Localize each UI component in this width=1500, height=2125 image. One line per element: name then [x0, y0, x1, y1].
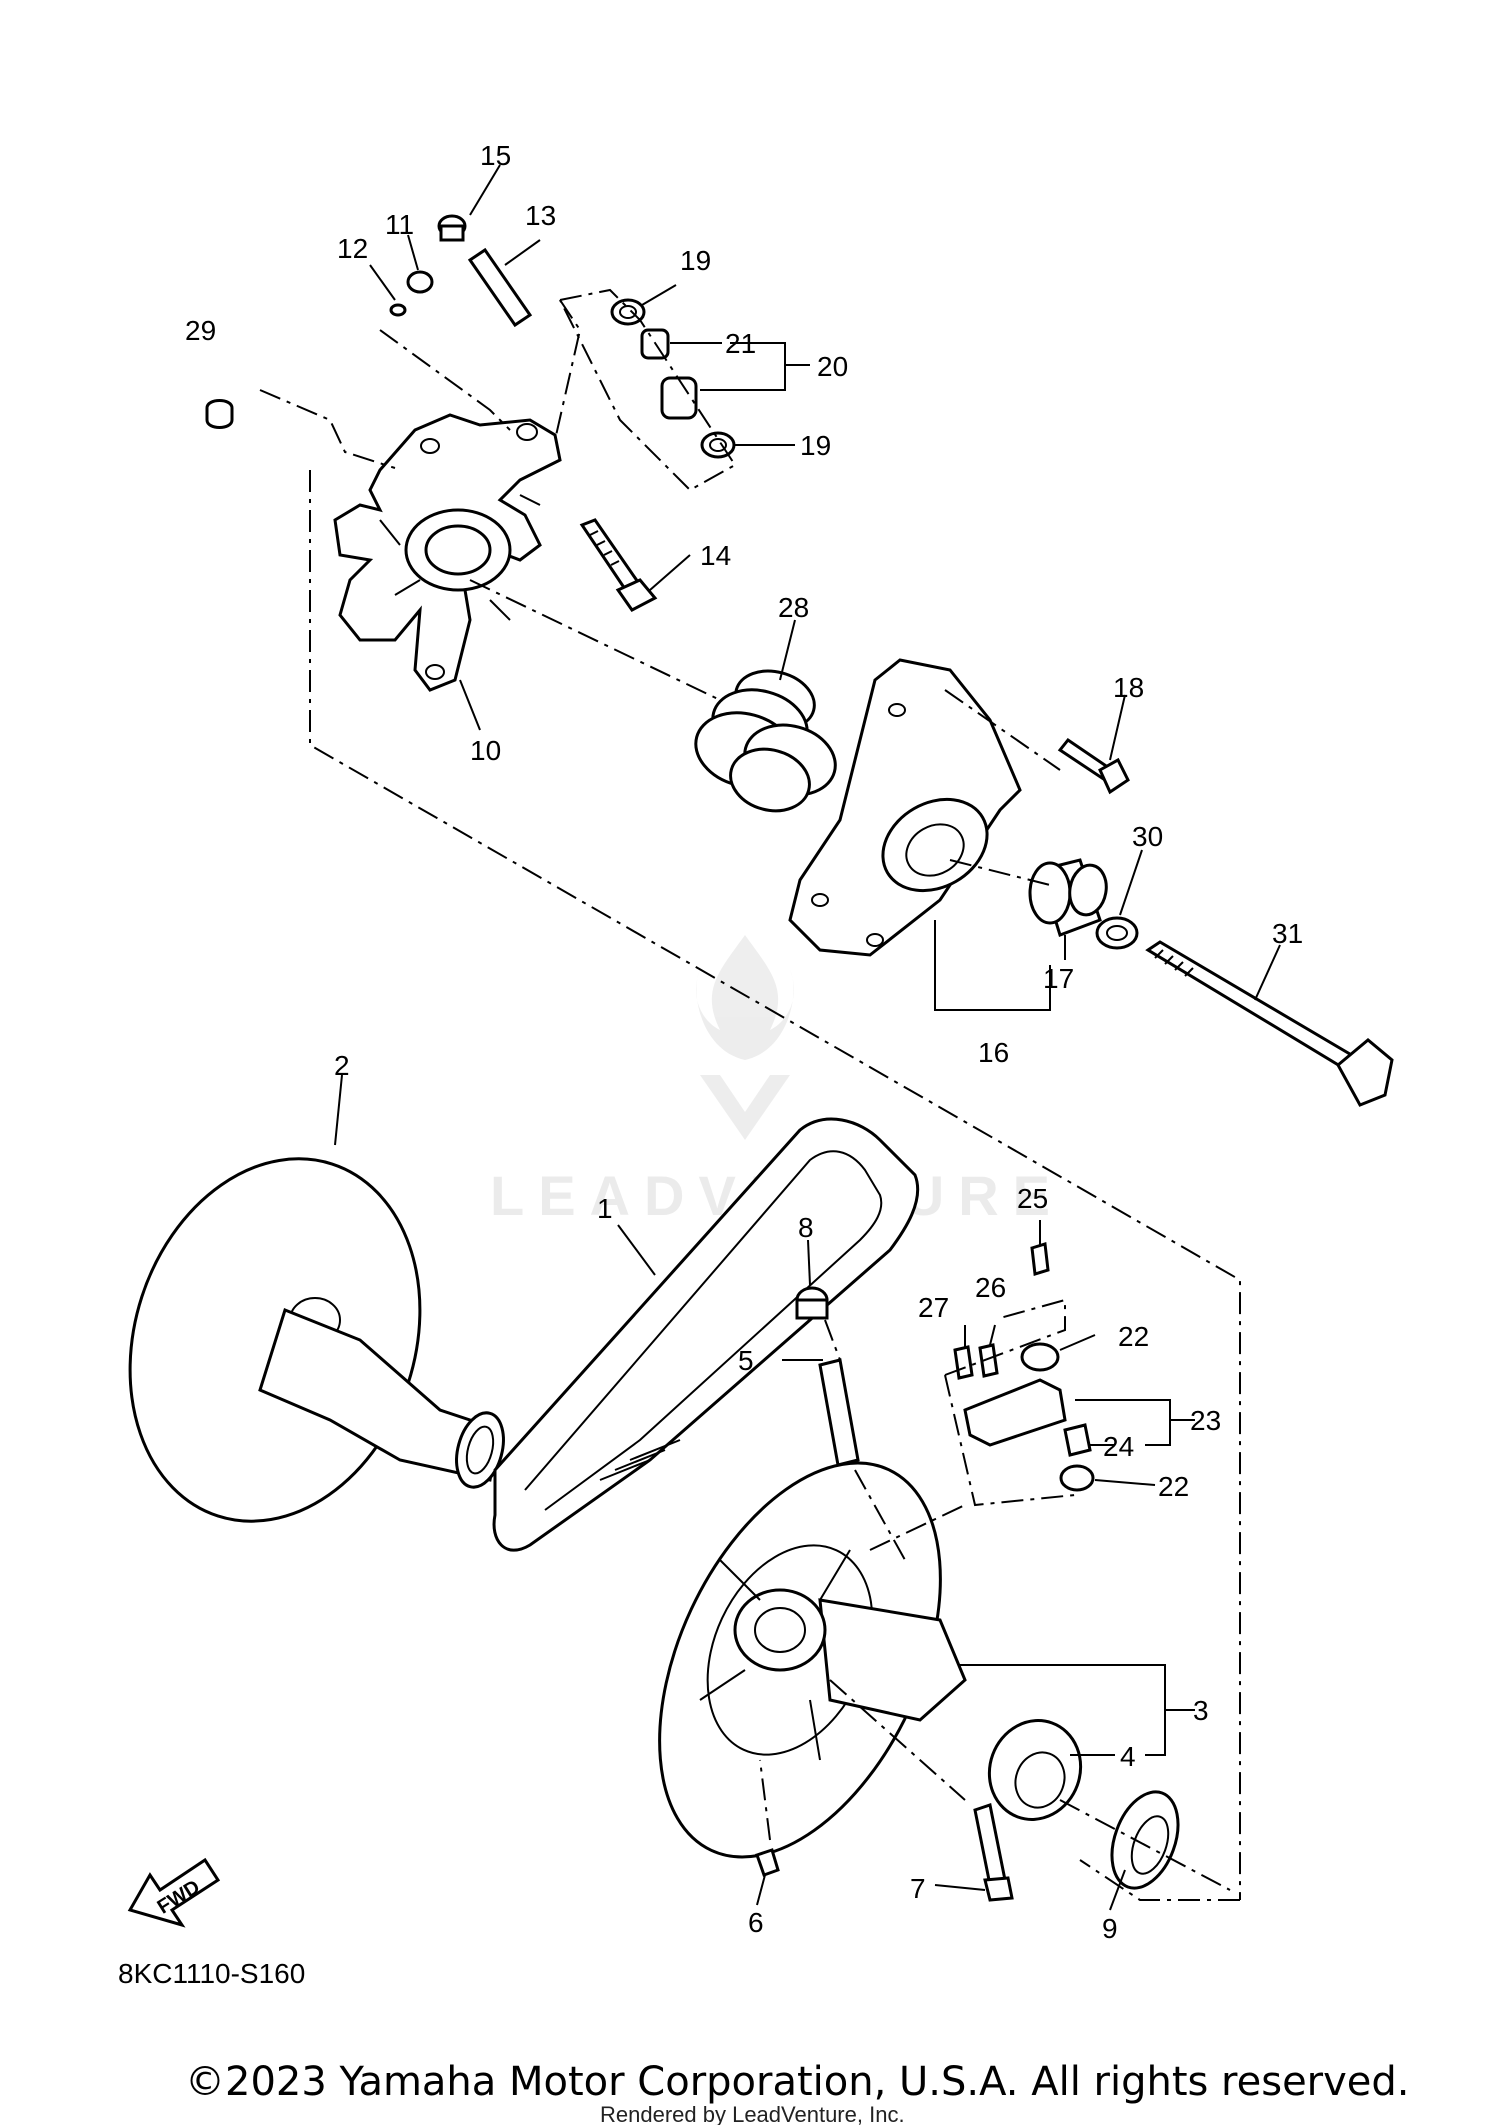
roller-part-24: [1063, 1423, 1092, 1457]
callout-8: 8: [798, 1212, 814, 1243]
washer-part-11: [406, 270, 434, 294]
cover-part-16: [788, 658, 1022, 957]
cap-part-6: [755, 1848, 780, 1877]
primary-sheave-part-2: [128, 1157, 505, 1523]
small-parts-upper: [205, 214, 533, 429]
bolt-part-7: [973, 1803, 1014, 1902]
small-parts-lower: [755, 1286, 860, 1877]
spring-part-28: [694, 669, 837, 813]
bearing-part-4: [987, 1719, 1083, 1821]
callout-15: 15: [480, 140, 511, 171]
washer-part-9: [1110, 1790, 1180, 1890]
callout-19b: 19: [800, 430, 831, 461]
callout-22a: 22: [1118, 1321, 1149, 1352]
drive-belt-part-1: [492, 1117, 920, 1552]
washer-part-22a: [1020, 1342, 1060, 1372]
callout-20: 20: [817, 351, 848, 382]
callout-25: 25: [1017, 1183, 1048, 1214]
callout-19a: 19: [680, 245, 711, 276]
bolt-part-31: [1145, 940, 1363, 1074]
callout-6: 6: [748, 1907, 764, 1938]
callout-28: 28: [778, 592, 809, 623]
fwd-arrow-icon: FWD: [127, 1857, 221, 1928]
callout-23: 23: [1190, 1405, 1221, 1436]
callout-13: 13: [525, 200, 556, 231]
washer-part-22b: [1059, 1464, 1095, 1492]
callout-9: 9: [1102, 1913, 1118, 1944]
callout-21: 21: [725, 328, 756, 359]
callout-4: 4: [1120, 1741, 1136, 1772]
fasteners-right: [1028, 737, 1394, 1107]
callout-27: 27: [918, 1292, 949, 1323]
callout-17: 17: [1043, 963, 1074, 994]
cap-part-29: [205, 399, 234, 429]
callout-10: 10: [470, 735, 501, 766]
secondary-sheave-part-3: [658, 1461, 967, 1859]
figure-code: 8KC1110-S160: [118, 1958, 305, 1989]
pin-part-25: [1030, 1242, 1050, 1276]
callout-1: 1: [597, 1193, 613, 1224]
callout-2: 2: [334, 1050, 350, 1081]
callout-26: 26: [975, 1272, 1006, 1303]
callout-30: 30: [1132, 821, 1163, 852]
callout-11: 11: [385, 209, 414, 240]
lower-dash-lines: [759, 1319, 1231, 1891]
collar-part-5: [818, 1358, 860, 1467]
screw-part-26: [978, 1343, 999, 1378]
copyright-text: ©2023 Yamaha Motor Corporation, U.S.A. A…: [185, 2059, 1410, 2105]
callout-18: 18: [1113, 672, 1144, 703]
leader-lines: [334, 164, 1281, 1911]
screw-part-27: [953, 1345, 974, 1380]
collar-part-13: [467, 247, 533, 328]
callout-12: 12: [337, 233, 368, 264]
callout-24: 24: [1103, 1431, 1134, 1462]
callout-22b: 22: [1158, 1471, 1189, 1502]
bolt-part-14: [579, 518, 658, 612]
weight-part-23: [963, 1378, 1067, 1447]
callout-labels: 1 2 3 4 5 6 7 8 9 10 11 12 13 14 15 16 1…: [185, 140, 1303, 1944]
upper-dash-lines: [259, 299, 1061, 886]
callout-31: 31: [1272, 918, 1303, 949]
roller-parts-19-21: [559, 288, 737, 492]
callout-14: 14: [700, 540, 731, 571]
spider-cam-part-10: [333, 413, 562, 692]
callout-5: 5: [738, 1345, 754, 1376]
callout-16: 16: [978, 1037, 1009, 1068]
washer-part-30: [1095, 916, 1139, 950]
callout-3: 3: [1193, 1695, 1209, 1726]
rendered-by-text: Rendered by LeadVenture, Inc.: [600, 2102, 905, 2125]
ring-part-12: [389, 303, 407, 317]
callout-29: 29: [185, 315, 216, 346]
callout-7: 7: [910, 1873, 926, 1904]
weight-parts-22-27: [869, 1242, 1095, 1551]
